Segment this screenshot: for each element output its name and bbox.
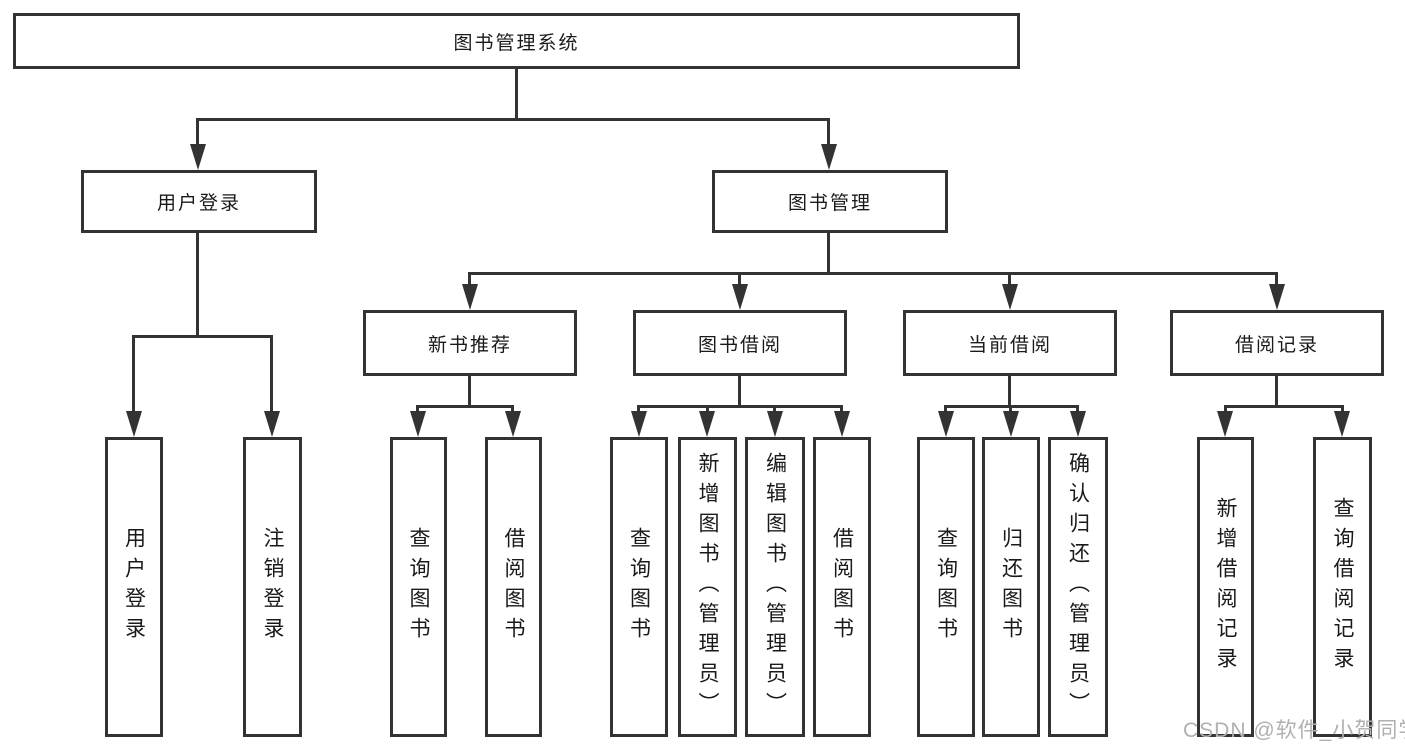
arrow-down-icon <box>190 144 206 170</box>
arrow-down-icon <box>410 411 426 437</box>
arrow-down-icon <box>505 411 521 437</box>
node-label: 借阅图书 <box>502 527 525 647</box>
node-label: 用户登录 <box>122 527 146 647</box>
leaf-edit-book-admin: 编辑图书（管理员） <box>745 437 805 737</box>
arrow-down-icon <box>732 284 748 310</box>
connector-line <box>132 335 273 338</box>
arrow-down-icon <box>821 144 837 170</box>
arrow-down-icon <box>699 411 715 437</box>
leaf-query-books-borrow: 查询图书 <box>610 437 668 737</box>
node-label: 新增图书（管理员） <box>696 452 719 722</box>
connector-line <box>468 272 471 290</box>
node-label: 查询图书 <box>627 527 651 647</box>
node-label: 当前借阅 <box>967 334 1052 356</box>
node-label: 用户登录 <box>156 193 241 214</box>
node-book-management: 图书管理 <box>712 170 948 233</box>
leaf-borrow-books-borrow: 借阅图书 <box>813 437 871 737</box>
node-label: 借阅图书 <box>830 527 854 647</box>
arrow-down-icon <box>767 411 783 437</box>
connector-line <box>637 405 843 408</box>
connector-line <box>1224 405 1344 408</box>
csdn-watermark: CSDN @软件_小贺同学 <box>1183 719 1405 742</box>
leaf-logout: 注销登录 <box>243 437 302 737</box>
connector-line <box>468 376 471 408</box>
connector-line <box>738 272 741 290</box>
node-book-borrow: 图书借阅 <box>633 310 847 376</box>
connector-line <box>196 118 199 150</box>
node-label: 归还图书 <box>999 527 1023 647</box>
connector-line <box>196 233 199 338</box>
leaf-add-borrow-record: 新增借阅记录 <box>1197 437 1254 737</box>
node-label: 图书借阅 <box>697 334 782 356</box>
leaf-add-book-admin: 新增图书（管理员） <box>678 437 737 737</box>
connector-line <box>416 405 514 408</box>
node-label: 新增借阅记录 <box>1214 497 1237 677</box>
node-label: 图书管理 <box>787 193 872 214</box>
connector-line <box>468 272 1278 275</box>
connector-line <box>827 233 830 275</box>
connector-line <box>1008 272 1011 290</box>
arrow-down-icon <box>938 411 954 437</box>
node-system-root: 图书管理系统 <box>13 13 1020 69</box>
arrow-down-icon <box>126 411 142 437</box>
arrow-down-icon <box>1003 411 1019 437</box>
leaf-return-book: 归还图书 <box>982 437 1040 737</box>
node-label: 借阅记录 <box>1234 334 1319 356</box>
node-new-book-recommend: 新书推荐 <box>363 310 577 376</box>
connector-line <box>827 118 830 150</box>
connector-line <box>1275 376 1278 408</box>
node-current-borrow: 当前借阅 <box>903 310 1117 376</box>
node-label: 确认归还（管理员） <box>1066 452 1090 722</box>
node-borrow-records: 借阅记录 <box>1170 310 1384 376</box>
leaf-user-login: 用户登录 <box>105 437 163 737</box>
arrow-down-icon <box>631 411 647 437</box>
connector-line <box>1275 272 1278 290</box>
arrow-down-icon <box>1217 411 1233 437</box>
arrow-down-icon <box>462 284 478 310</box>
leaf-borrow-books-newbook: 借阅图书 <box>485 437 542 737</box>
connector-line <box>515 69 518 119</box>
node-label: 编辑图书（管理员） <box>763 452 787 722</box>
node-label: 查询图书 <box>934 527 958 647</box>
leaf-query-books-current: 查询图书 <box>917 437 975 737</box>
node-label: 新书推荐 <box>427 334 512 356</box>
leaf-query-borrow-record: 查询借阅记录 <box>1313 437 1372 737</box>
node-label: 图书管理系统 <box>453 32 580 54</box>
connector-line <box>1008 376 1011 408</box>
connector-line <box>270 335 273 417</box>
node-label: 注销登录 <box>261 527 284 647</box>
connector-line <box>132 335 135 417</box>
node-label: 查询借阅记录 <box>1331 497 1354 677</box>
arrow-down-icon <box>1002 284 1018 310</box>
arrow-down-icon <box>1269 284 1285 310</box>
node-label: 查询图书 <box>407 527 430 647</box>
connector-line <box>738 376 741 408</box>
arrow-down-icon <box>834 411 850 437</box>
leaf-confirm-return-admin: 确认归还（管理员） <box>1048 437 1108 737</box>
node-user-login: 用户登录 <box>81 170 317 233</box>
connector-line <box>196 118 830 121</box>
arrow-down-icon <box>1334 411 1350 437</box>
arrow-down-icon <box>1070 411 1086 437</box>
arrow-down-icon <box>264 411 280 437</box>
leaf-query-books-newbook: 查询图书 <box>390 437 447 737</box>
